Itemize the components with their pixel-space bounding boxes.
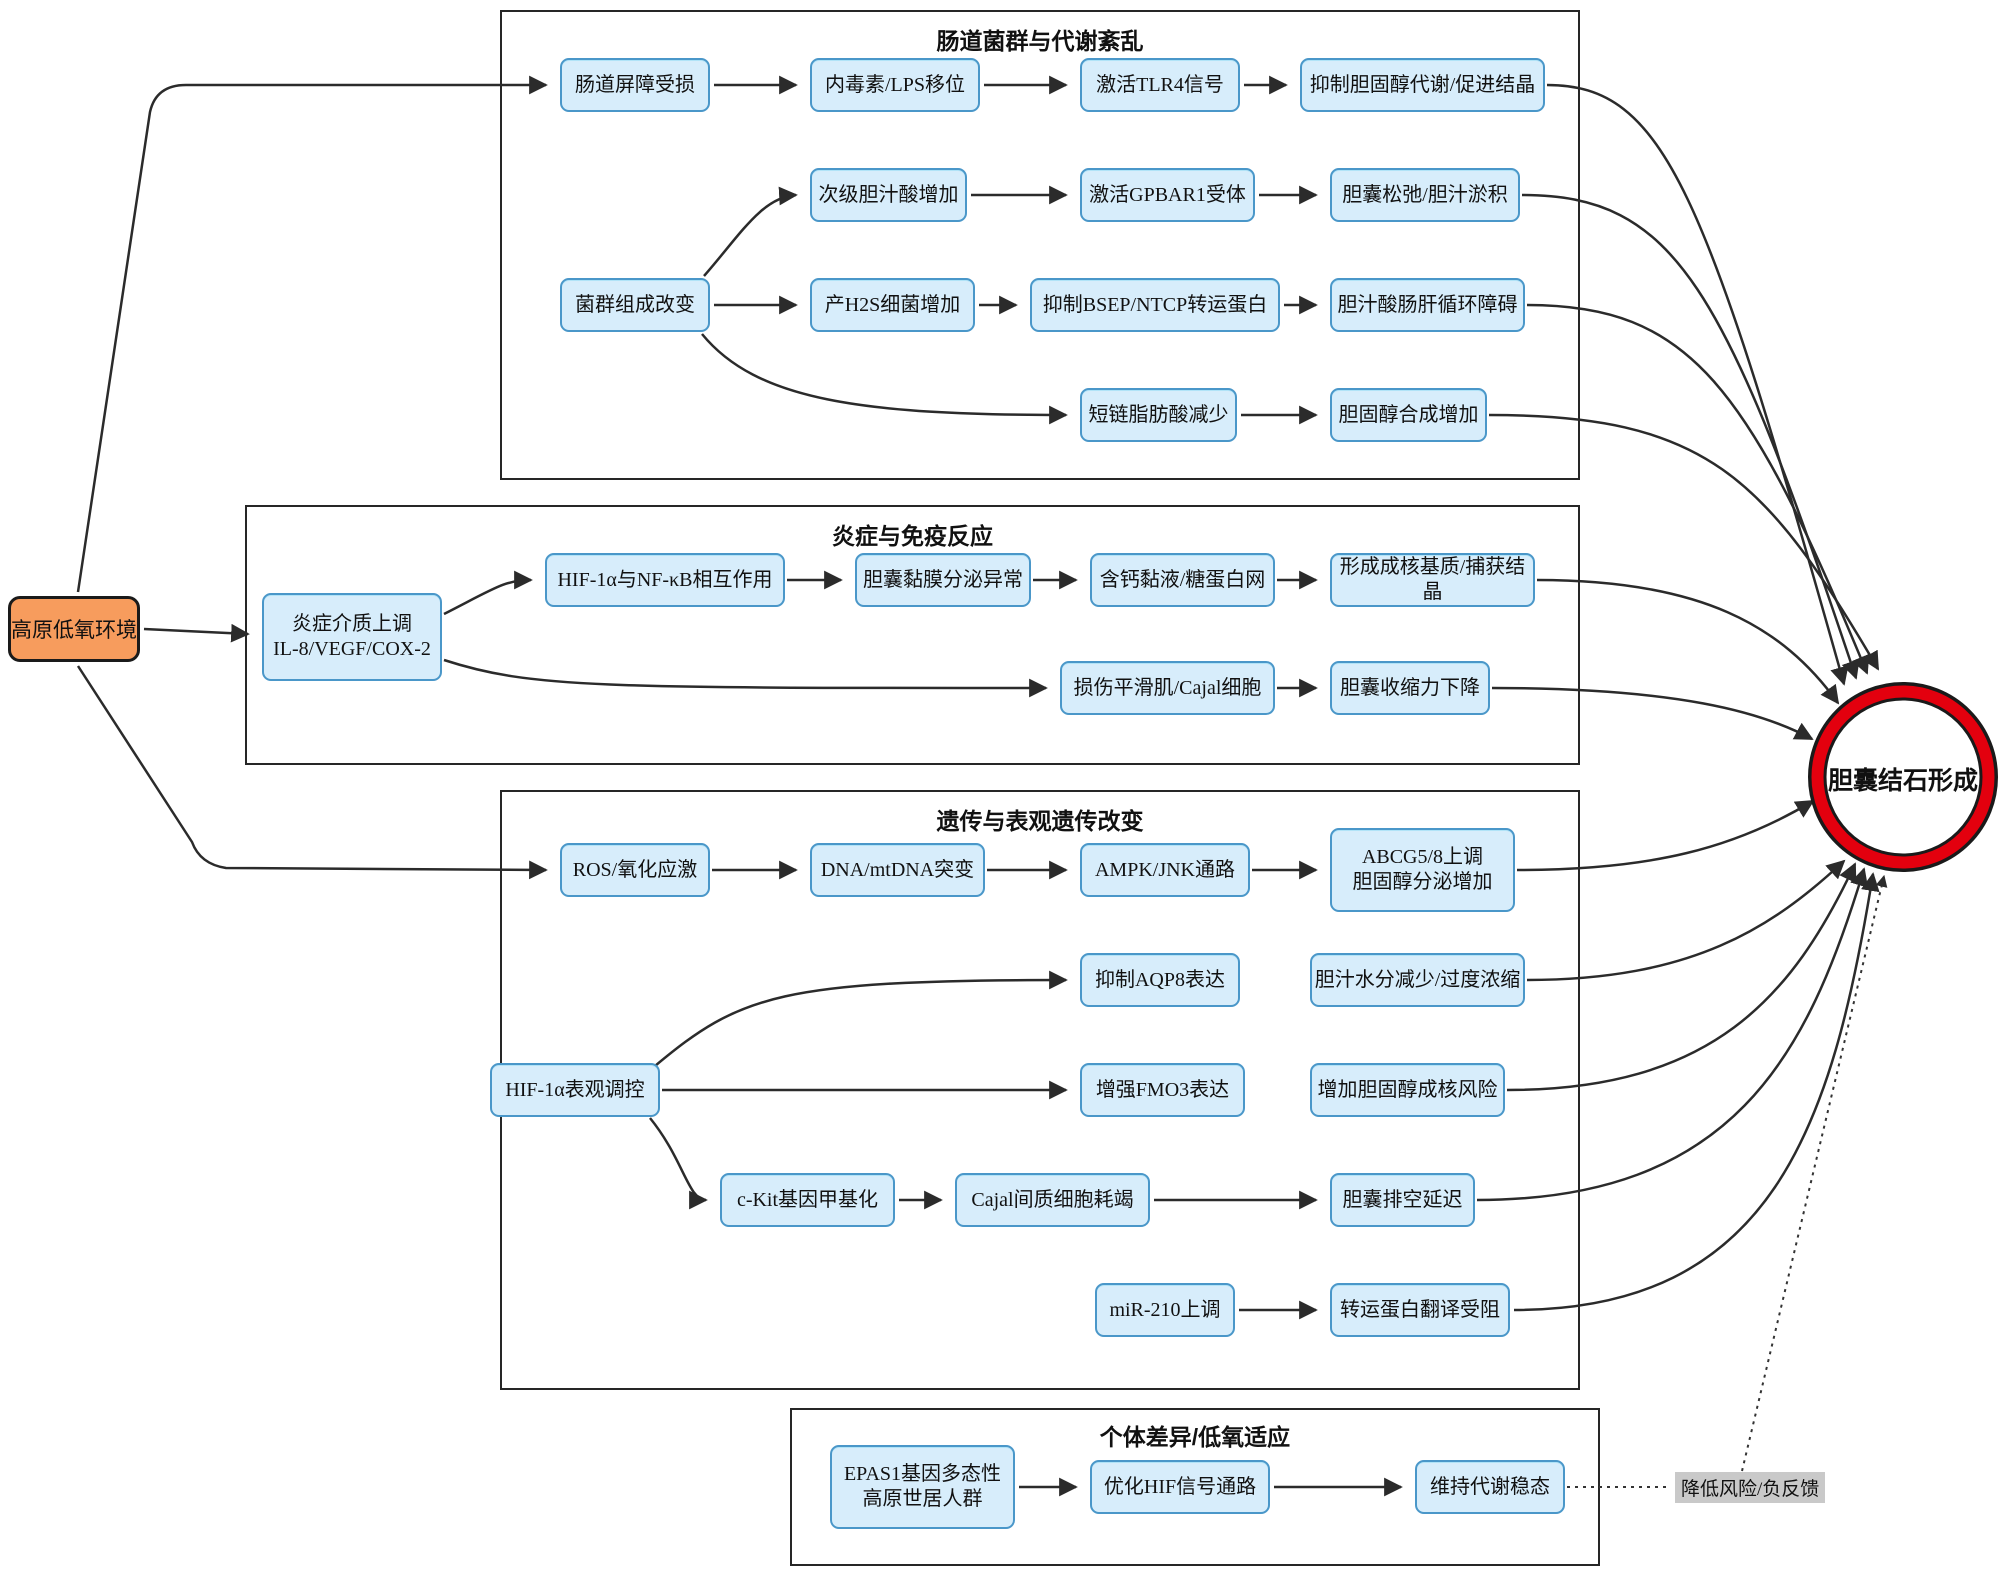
node-cholesterol-metabolism-inhibition: 抑制胆固醇代谢/促进结晶	[1300, 58, 1545, 112]
node-enterohepatic-circulation-disorder: 胆汁酸肠肝循环障碍	[1330, 278, 1525, 332]
node-bsep-ntcp-inhibition: 抑制BSEP/NTCP转运蛋白	[1030, 278, 1280, 332]
node-cholesterol-synthesis-increase: 胆固醇合成增加	[1330, 388, 1487, 442]
node-epas1-polymorphism: EPAS1基因多态性 高原世居人群	[830, 1445, 1015, 1529]
node-transporter-translation-block: 转运蛋白翻译受阻	[1330, 1283, 1510, 1337]
node-secondary-bile-acid-increase: 次级胆汁酸增加	[810, 168, 967, 222]
node-high-altitude-hypoxia: 高原低氧环境	[8, 596, 140, 662]
node-intestinal-barrier-damage: 肠道屏障受损	[560, 58, 710, 112]
node-scfa-decrease: 短链脂肪酸减少	[1080, 388, 1237, 442]
node-nucleation-matrix-crystal-capture: 形成成核基质/捕获结晶	[1330, 553, 1535, 607]
section-title-inflammation: 炎症与免疫反应	[832, 523, 993, 549]
node-bile-water-decrease-concentration: 胆汁水分减少/过度浓缩	[1310, 953, 1525, 1007]
node-gallbladder-relaxation-bile-stasis: 胆囊松弛/胆汁淤积	[1330, 168, 1520, 222]
node-cajal-cell-depletion: Cajal间质细胞耗竭	[955, 1173, 1150, 1227]
node-smooth-muscle-cajal-damage: 损伤平滑肌/Cajal细胞	[1060, 661, 1275, 715]
node-aqp8-inhibition: 抑制AQP8表达	[1080, 953, 1240, 1007]
negative-feedback-label: 降低风险/负反馈	[1675, 1472, 1826, 1503]
node-fmo3-enhancement: 增强FMO3表达	[1080, 1063, 1245, 1117]
node-abcg58-upregulation: ABCG5/8上调 胆固醇分泌增加	[1330, 828, 1515, 912]
node-gpbar1-activation: 激活GPBAR1受体	[1080, 168, 1255, 222]
node-hif1a-epigenetic-regulation: HIF-1α表观调控	[490, 1063, 660, 1117]
section-title-adaptation: 个体差异/低氧适应	[1099, 1424, 1291, 1450]
node-mucosa-secretion-abnormal: 胆囊黏膜分泌异常	[855, 553, 1031, 607]
node-metabolic-homeostasis: 维持代谢稳态	[1415, 1460, 1565, 1514]
node-hif-signaling-optimization: 优化HIF信号通路	[1090, 1460, 1270, 1514]
node-ckit-gene-methylation: c-Kit基因甲基化	[720, 1173, 895, 1227]
node-ampk-jnk-pathway: AMPK/JNK通路	[1080, 843, 1250, 897]
node-tlr4-activation: 激活TLR4信号	[1080, 58, 1240, 112]
section-title-genetics: 遗传与表观遗传改变	[936, 808, 1144, 834]
node-endotoxin-lps-translocation: 内毒素/LPS移位	[810, 58, 980, 112]
node-dna-mtdna-mutation: DNA/mtDNA突变	[810, 843, 985, 897]
node-inflammatory-mediators-upregulation: 炎症介质上调 IL-8/VEGF/COX-2	[262, 593, 442, 681]
node-cholesterol-nucleation-risk: 增加胆固醇成核风险	[1310, 1063, 1505, 1117]
node-mir210-upregulation: miR-210上调	[1095, 1283, 1235, 1337]
node-gallstone-formation: 胆囊结石形成	[1827, 767, 1978, 795]
node-gallbladder-emptying-delay: 胆囊排空延迟	[1330, 1173, 1475, 1227]
section-title-gut-microbiota: 肠道菌群与代谢紊乱	[936, 28, 1144, 54]
node-hif1a-nfkb-interaction: HIF-1α与NF-κB相互作用	[545, 553, 785, 607]
node-h2s-bacteria-increase: 产H2S细菌增加	[810, 278, 975, 332]
node-calcium-mucin-network: 含钙黏液/糖蛋白网	[1090, 553, 1275, 607]
node-ros-oxidative-stress: ROS/氧化应激	[560, 843, 710, 897]
node-contractility-decrease: 胆囊收缩力下降	[1330, 661, 1490, 715]
node-microbiota-composition-change: 菌群组成改变	[560, 278, 710, 332]
